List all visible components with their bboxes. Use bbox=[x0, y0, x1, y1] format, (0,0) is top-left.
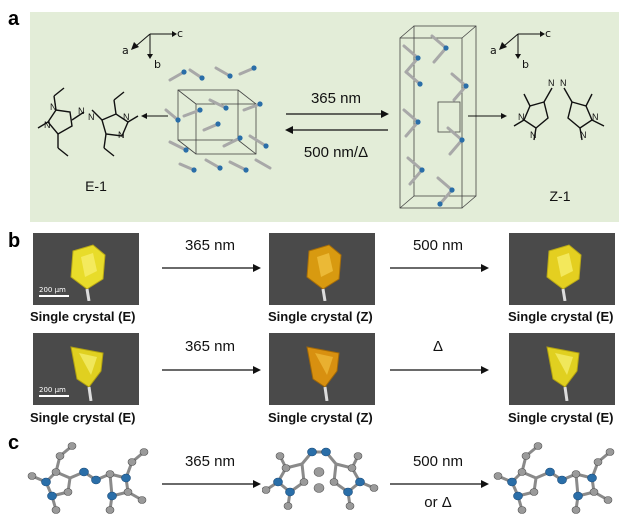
row2-caption-3: Single crystal (E) bbox=[508, 410, 614, 425]
svg-text:N: N bbox=[88, 112, 95, 122]
axis-left-b: b bbox=[154, 58, 161, 71]
crystal-shape bbox=[306, 244, 342, 301]
forward-arrow-label: 365 nm bbox=[310, 90, 362, 107]
crystal-photo-e-2 bbox=[509, 233, 615, 305]
z1-pointer-arrow bbox=[468, 113, 507, 119]
e1-label: E-1 bbox=[85, 178, 107, 194]
row2-arrow1 bbox=[162, 366, 261, 374]
axis-right-c: c bbox=[545, 27, 552, 40]
crystal-photo-e-4 bbox=[509, 333, 615, 405]
c-arrow2 bbox=[390, 480, 489, 488]
svg-text:N: N bbox=[78, 106, 85, 116]
crystal-shape bbox=[546, 244, 582, 301]
e1-pointer-arrow bbox=[141, 113, 168, 119]
svg-text:N: N bbox=[44, 120, 51, 130]
crystal-photo-z-1 bbox=[269, 233, 375, 305]
c-arrow2-bottom-label: or Δ bbox=[424, 494, 452, 511]
c-arrow2-top-label: 500 nm bbox=[412, 453, 464, 470]
c-arrow1-label: 365 nm bbox=[184, 453, 236, 470]
axis-triad-left bbox=[131, 31, 177, 59]
axis-triad-right bbox=[499, 31, 545, 59]
crystal-shape bbox=[306, 346, 340, 401]
e1-structure-drawing: N N N N N N bbox=[37, 87, 139, 157]
row2-arrow2 bbox=[390, 366, 489, 374]
crystal-photo-e-1: 200 μm bbox=[33, 233, 139, 305]
svg-text:N: N bbox=[118, 130, 125, 140]
crystal-shape bbox=[70, 346, 104, 401]
panel-label-c: c bbox=[8, 432, 20, 454]
row2-arrow2-label: Δ bbox=[432, 338, 444, 355]
z1-crystal-packing bbox=[399, 25, 477, 209]
svg-text:N: N bbox=[548, 78, 555, 88]
row2-caption-1: Single crystal (E) bbox=[30, 410, 136, 425]
svg-text:N: N bbox=[123, 112, 130, 122]
svg-text:N: N bbox=[50, 102, 57, 112]
z1-structure-drawing: N N N N N N bbox=[513, 78, 605, 141]
row1-arrow1 bbox=[162, 264, 261, 272]
svg-text:N: N bbox=[592, 112, 599, 122]
ortep-structure-e-1 bbox=[27, 442, 149, 514]
scale-bar-label: 200 μm bbox=[39, 386, 66, 394]
svg-text:N: N bbox=[518, 112, 525, 122]
scale-bar-label: 200 μm bbox=[39, 286, 66, 294]
reversible-arrows bbox=[285, 110, 389, 134]
crystal-photo-z-2 bbox=[269, 333, 375, 405]
crystal-shape bbox=[546, 346, 580, 401]
axis-left-a: a bbox=[122, 44, 129, 57]
z1-label: Z-1 bbox=[549, 188, 571, 204]
axis-right-b: b bbox=[522, 58, 529, 71]
crystal-shape bbox=[70, 244, 106, 301]
panel-label-b: b bbox=[8, 230, 21, 252]
row1-arrow2 bbox=[390, 264, 489, 272]
c-arrow1 bbox=[162, 480, 261, 488]
row1-caption-1: Single crystal (E) bbox=[30, 309, 136, 324]
svg-text:N: N bbox=[560, 78, 567, 88]
scale-bar bbox=[39, 295, 69, 297]
backward-arrow-label: 500 nm/Δ bbox=[303, 144, 369, 161]
svg-text:N: N bbox=[580, 130, 587, 140]
row1-arrow2-label: 500 nm bbox=[412, 237, 464, 254]
panel-a-background bbox=[30, 12, 619, 222]
row2-arrow1-label: 365 nm bbox=[184, 338, 236, 355]
ortep-structure-z bbox=[262, 447, 379, 510]
ortep-structure-e-2 bbox=[493, 442, 615, 514]
row1-caption-2: Single crystal (Z) bbox=[268, 309, 373, 324]
row2-caption-2: Single crystal (Z) bbox=[268, 410, 373, 425]
axis-left-c: c bbox=[177, 27, 184, 40]
crystal-photo-e-3: 200 μm bbox=[33, 333, 139, 405]
svg-text:N: N bbox=[530, 130, 537, 140]
scale-bar bbox=[39, 395, 69, 397]
row1-caption-3: Single crystal (E) bbox=[508, 309, 614, 324]
axis-right-a: a bbox=[490, 44, 497, 57]
panel-label-a: a bbox=[8, 8, 20, 30]
e1-crystal-packing bbox=[164, 65, 272, 173]
row1-arrow1-label: 365 nm bbox=[184, 237, 236, 254]
